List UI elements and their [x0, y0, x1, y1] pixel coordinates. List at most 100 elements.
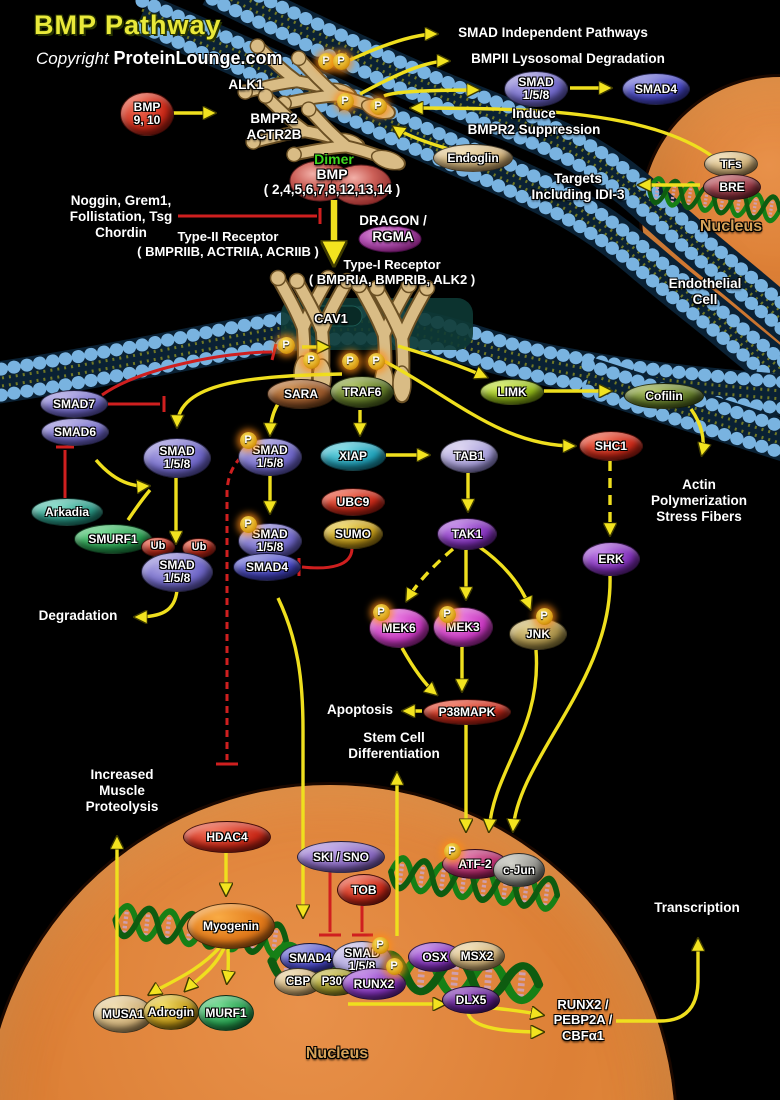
- node-adrogin: Adrogin: [143, 994, 199, 1030]
- p-badge-letter: P: [390, 960, 398, 972]
- label-transcription: Transcription: [654, 900, 740, 915]
- node-label-smad4-mid: SMAD4: [245, 559, 288, 574]
- node-label-smad158-p2: SMAD 1/5/8: [252, 527, 288, 554]
- label-endothelial-cell: Endothelial Cell: [668, 276, 742, 307]
- label-targets-including-idi3: Targets Including IDI-3: [531, 171, 625, 202]
- node-label-atf2: ATF-2: [458, 856, 492, 871]
- node-label-smad158-left2: SMAD 1/5/8: [159, 558, 195, 585]
- label-nucleus-small: Nucleus: [699, 218, 763, 235]
- p-badge-letter: P: [540, 610, 548, 622]
- activation-arrows: [94, 34, 713, 1032]
- node-label-ubc9: UBC9: [336, 494, 370, 509]
- label-nucleus-big: Nucleus: [305, 1045, 369, 1062]
- node-dlx5: DLX5: [442, 986, 500, 1014]
- node-label-smurf1: SMURF1: [88, 531, 138, 546]
- node-label-cbp: CBP: [285, 975, 311, 988]
- node-label-hdac4: HDAC4: [206, 829, 248, 844]
- node-label-ski-sno: SKI / SNO: [312, 849, 369, 864]
- label-induce-bmpr2-suppression: Induce BMPR2 Suppression: [467, 106, 601, 137]
- node-label-bmp-9-10: BMP 9, 10: [133, 100, 161, 127]
- node-label-musa1: MUSA1: [101, 1006, 144, 1021]
- label-apoptosis: Apoptosis: [327, 702, 393, 717]
- label-dimer: Dimer: [314, 151, 354, 167]
- label-actin-polymerization: Actin Polymerization Stress Fibers: [650, 477, 748, 524]
- node-label-jnk: JNK: [525, 626, 550, 641]
- node-smad7: SMAD7: [40, 390, 108, 418]
- node-sumo: SUMO: [323, 519, 383, 549]
- node-label-tak1: TAK1: [451, 526, 483, 541]
- label-degradation: Degradation: [38, 608, 118, 623]
- inhibition-arrows: [56, 208, 373, 937]
- node-label-tob: TOB: [351, 882, 377, 897]
- p-badge-letter: P: [282, 339, 290, 351]
- p-badge-letter: P: [322, 55, 330, 67]
- node-label-smad4-nucleus: SMAD4: [288, 950, 331, 965]
- node-label-bre: BRE: [719, 179, 745, 194]
- label-bmpii-lysosomal-degradation: BMPII Lysosomal Degradation: [471, 51, 665, 66]
- node-label-ub1: Ub: [150, 540, 166, 553]
- node-sara: SARA: [267, 379, 335, 409]
- node-label-limk: LIMK: [497, 384, 527, 399]
- label-stem-cell-differentiation: Stem Cell Differentiation: [348, 730, 440, 761]
- phospho-p-badge: P: [336, 92, 354, 110]
- p-badge-letter: P: [341, 95, 349, 107]
- phospho-p-badge: P: [277, 336, 295, 354]
- node-limk: LIMK: [480, 379, 544, 405]
- bmp-dimer-shape: [289, 160, 422, 253]
- p-badge-letter: P: [337, 55, 345, 67]
- phospho-p-badge: P: [438, 605, 456, 623]
- node-label-p300: P300: [321, 975, 349, 988]
- node-smurf1: SMURF1: [74, 524, 152, 554]
- node-smad158-left: SMAD 1/5/8: [143, 438, 211, 478]
- label-type2-receptor: Type-II Receptor ( BMPRIIB, ACTRIIA, ACR…: [137, 229, 319, 260]
- node-label-xiap: XIAP: [338, 448, 367, 463]
- node-label-endoglin: Endoglin: [447, 150, 499, 165]
- phospho-p-badge: P: [367, 352, 385, 370]
- node-label-smad7: SMAD7: [52, 396, 95, 411]
- copyright-brand: ProteinLounge.com: [113, 48, 283, 68]
- node-label-p38mapk: P38MAPK: [438, 704, 496, 719]
- node-label-myogenin: Myogenin: [203, 918, 259, 933]
- phospho-p-badge: P: [317, 52, 335, 70]
- p-badge-letter: P: [372, 355, 380, 367]
- node-tfs: TFs: [704, 151, 758, 177]
- node-jnk: JNK: [509, 618, 567, 650]
- node-endoglin: Endoglin: [433, 144, 513, 172]
- node-xiap: XIAP: [320, 441, 386, 471]
- node-label-smad158-p1: SMAD 1/5/8: [252, 443, 288, 470]
- node-shc1: SHC1: [579, 431, 643, 461]
- node-hdac4: HDAC4: [183, 821, 271, 853]
- node-label-erk: ERK: [598, 551, 624, 566]
- node-bre: BRE: [703, 174, 761, 200]
- node-label-murf1: MURF1: [205, 1005, 247, 1020]
- node-arkadia: Arkadia: [31, 498, 103, 526]
- node-smad6: SMAD6: [41, 418, 109, 446]
- phospho-p-badge: P: [385, 957, 403, 975]
- copyright-line: Copyright ProteinLounge.com: [36, 48, 283, 69]
- node-label-traf6: TRAF6: [342, 384, 382, 399]
- node-label-c-jun: c-Jun: [502, 862, 535, 877]
- node-murf1: MURF1: [198, 995, 254, 1031]
- node-smad4-mid: SMAD4: [233, 553, 301, 581]
- phospho-p-badge: P: [302, 351, 320, 369]
- node-p38mapk: P38MAPK: [423, 699, 511, 725]
- node-label-adrogin: Adrogin: [148, 1004, 194, 1019]
- label-bmp-isoforms: ( 2,4,5,6,7,8,12,13,14 ): [263, 182, 401, 197]
- label-runx2-pebp2a-cbfa1: RUNX2 / PEBP2A / CBFα1: [553, 997, 613, 1043]
- node-label-sara: SARA: [283, 386, 318, 401]
- label-smad-independent-pathways: SMAD Independent Pathways: [458, 25, 648, 40]
- node-erk: ERK: [582, 542, 640, 576]
- label-bmp-dimer: BMP: [316, 166, 348, 182]
- node-label-mek6: MEK6: [382, 620, 416, 635]
- node-label-mek3: MEK3: [446, 619, 480, 634]
- node-label-ub2: Ub: [191, 541, 207, 554]
- node-myogenin: Myogenin: [187, 903, 275, 949]
- node-label-shc1: SHC1: [594, 438, 627, 453]
- phospho-p-badge: P: [239, 431, 257, 449]
- phospho-p-badge: P: [341, 352, 359, 370]
- p-badge-letter: P: [307, 354, 315, 366]
- node-label-runx2: RUNX2: [353, 976, 395, 991]
- phospho-p-badge: P: [443, 842, 461, 860]
- node-tob: TOB: [337, 874, 391, 906]
